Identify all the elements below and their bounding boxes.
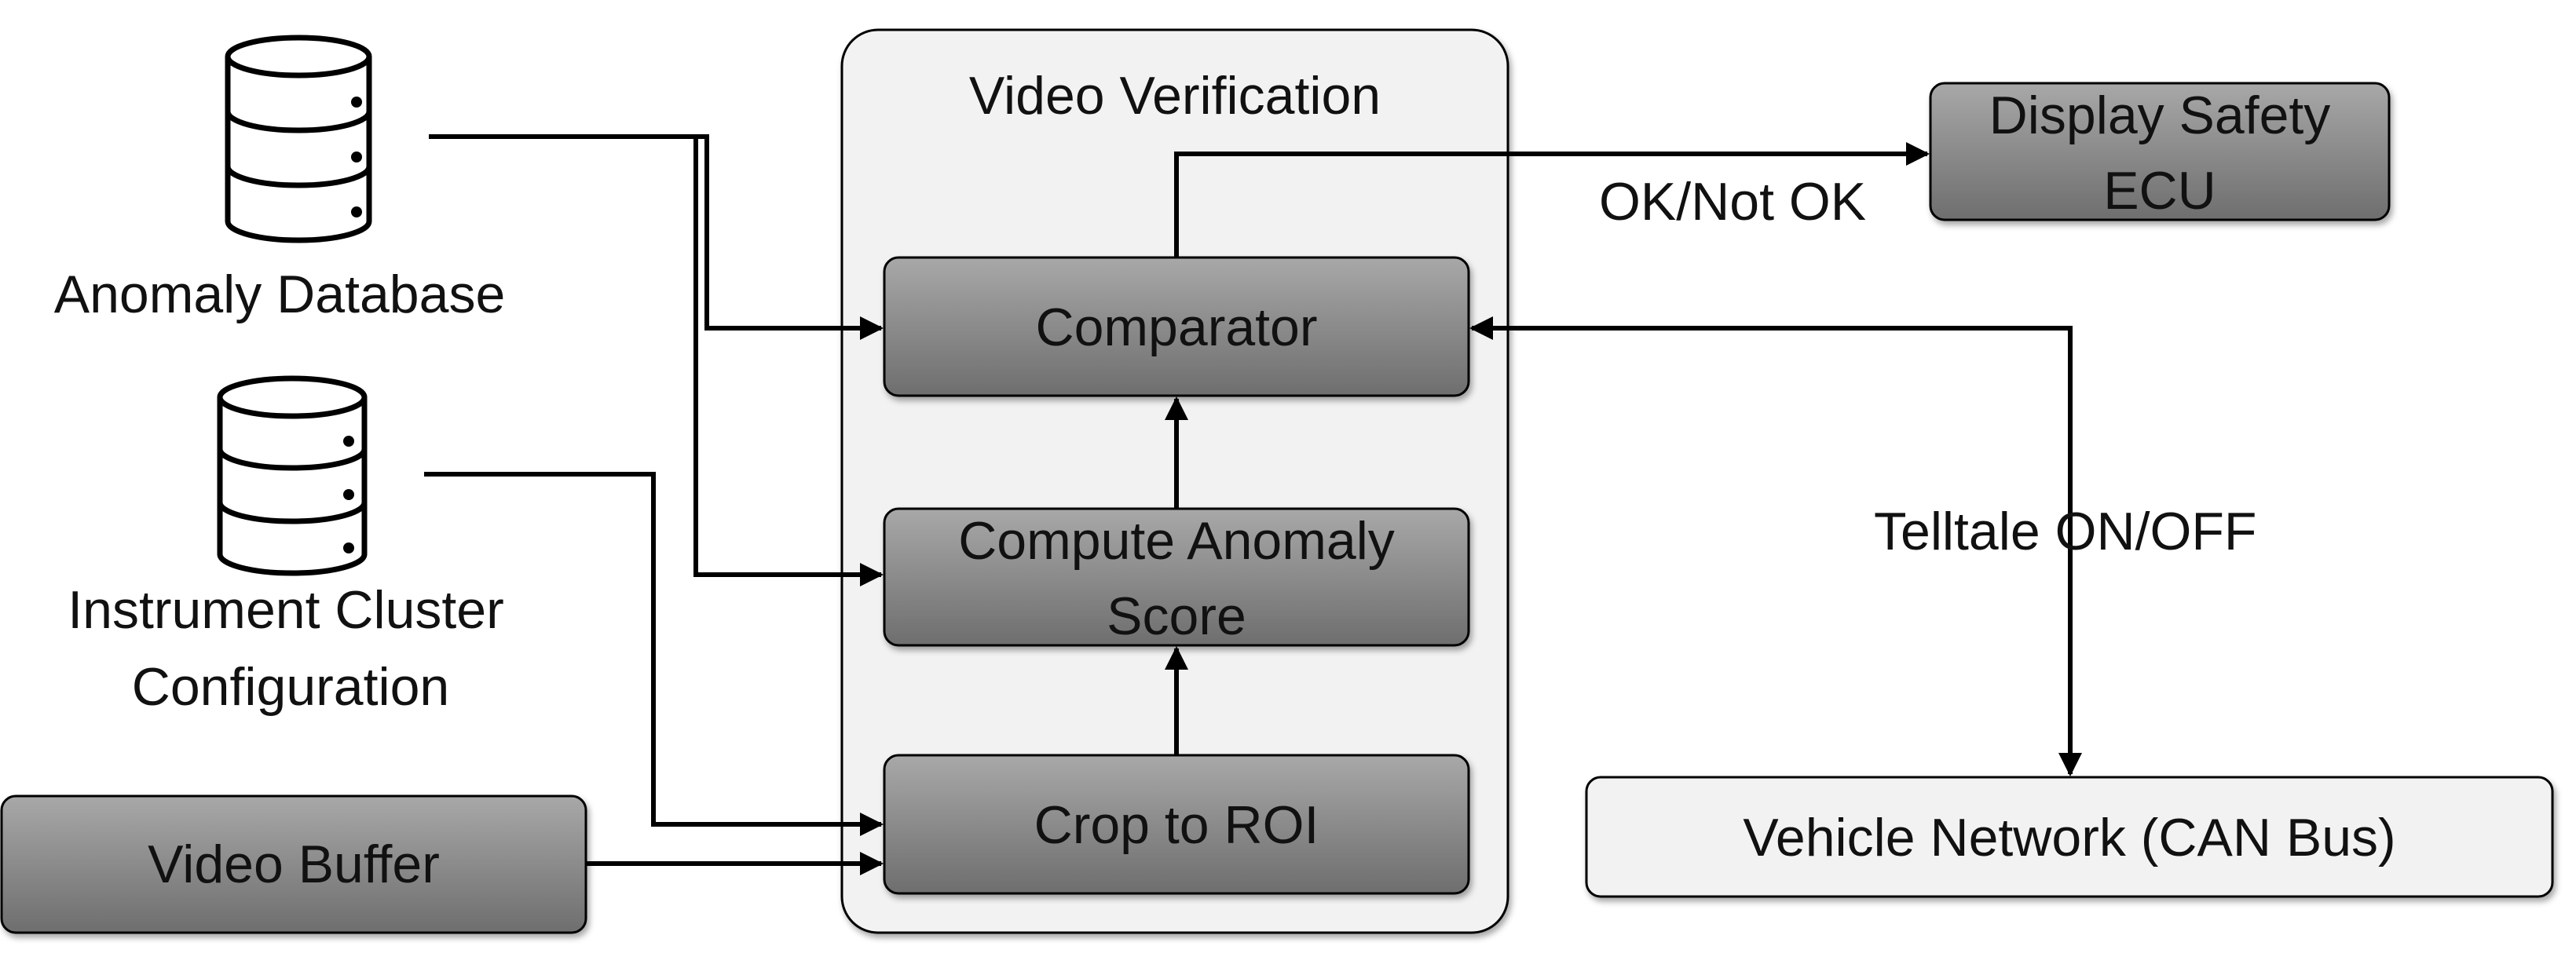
vehicle-network-label: Vehicle Network (CAN Bus) bbox=[1743, 808, 2395, 868]
telltale-label: Telltale ON/OFF bbox=[1874, 502, 2256, 561]
display-safety-ecu-block: Display Safety ECU bbox=[1929, 82, 2391, 221]
vehicle-network-block: Vehicle Network (CAN Bus) bbox=[1585, 776, 2554, 898]
compute-anomaly-score-label-line2: Score bbox=[1107, 586, 1246, 646]
arrow-comparator-to-display-ecu bbox=[1174, 142, 1930, 258]
ok-not-ok-label: OK/Not OK bbox=[1599, 172, 1866, 232]
display-safety-ecu-label-line2: ECU bbox=[2103, 161, 2216, 221]
instrument-cluster-configuration-label-line2: Configuration bbox=[132, 657, 449, 717]
comparator-label: Comparator bbox=[1035, 298, 1317, 357]
instrument-cluster-configuration-label-line1: Instrument Cluster bbox=[68, 580, 504, 640]
anomaly-database-label: Anomaly Database bbox=[54, 265, 506, 324]
crop-to-roi-block: Crop to ROI bbox=[883, 754, 1470, 895]
crop-to-roi-label: Crop to ROI bbox=[1034, 795, 1319, 855]
comparator-block: Comparator bbox=[883, 256, 1470, 397]
arrow-comparator-vehicle-network bbox=[1469, 316, 2082, 776]
display-safety-ecu-label-line1: Display Safety bbox=[1989, 86, 2331, 145]
arrow-anomaly-db-to-compute-score bbox=[693, 137, 884, 586]
video-verification-title: Video Verification bbox=[969, 66, 1381, 126]
video-buffer-block: Video Buffer bbox=[0, 794, 587, 934]
arrow-config-to-crop bbox=[424, 472, 884, 836]
compute-anomaly-score-label-line1: Compute Anomaly bbox=[958, 511, 1395, 571]
video-buffer-label: Video Buffer bbox=[148, 835, 440, 894]
anomaly-database-icon bbox=[225, 35, 372, 243]
arrow-anomaly-db-to-comparator bbox=[429, 134, 884, 340]
compute-anomaly-score-block: Compute Anomaly Score bbox=[883, 507, 1470, 647]
connectors bbox=[424, 134, 2082, 875]
instrument-cluster-configuration-icon bbox=[217, 375, 368, 576]
